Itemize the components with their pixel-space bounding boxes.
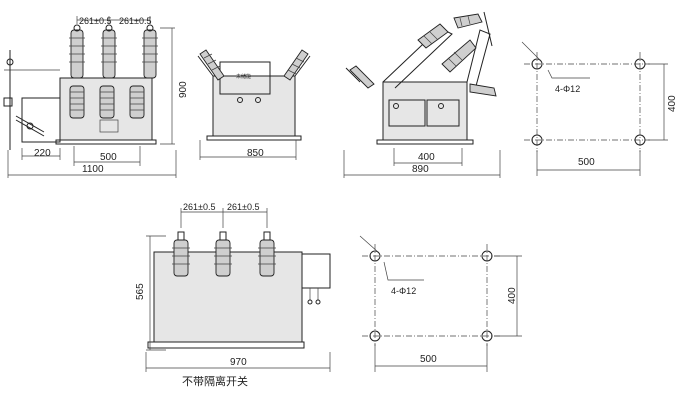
dim-pole-spacing-left: 261±0.5	[79, 16, 111, 26]
drawing-side-view: 未储能 850	[197, 49, 311, 160]
base-frame	[147, 341, 305, 349]
mounting-hole	[481, 330, 493, 342]
top-insulators	[172, 231, 276, 277]
dim-500: 500	[100, 152, 117, 163]
side-body	[212, 75, 296, 137]
dim-width-1100: 1100	[82, 164, 104, 175]
upper-insulators	[69, 24, 158, 79]
drawing-mounting-holes-bottom: 4-Φ12 400 500	[359, 235, 522, 372]
drawing-mounting-holes-top: 4-Φ12 400 500	[521, 41, 678, 176]
mounting-hole	[369, 330, 381, 342]
dim-890: 890	[412, 164, 429, 175]
dim-pole-spacing-left-2: 261±0.5	[183, 202, 215, 212]
mounting-hole	[634, 58, 646, 70]
dim-400: 400	[418, 152, 435, 163]
mounting-hole	[634, 134, 646, 146]
side-base	[206, 135, 302, 141]
hole-spec: 4-Φ12	[555, 84, 580, 94]
mounting-hole	[531, 134, 543, 146]
side-box	[301, 253, 331, 289]
dim-220: 220	[34, 148, 51, 159]
caption-without-isolator: 不带隔离开关	[182, 374, 248, 388]
dim-width-970: 970	[230, 357, 247, 368]
hole-spec-2: 4-Φ12	[391, 286, 416, 296]
mounting-hole	[369, 250, 381, 262]
dim-500-horizontal: 500	[578, 157, 595, 168]
dim-pole-spacing-right-2: 261±0.5	[227, 202, 259, 212]
drawing-without-isolator: 261±0.5 261±0.5 565 970 不带隔离开关	[135, 202, 331, 388]
dim-pole-spacing-right: 261±0.5	[119, 16, 151, 26]
dim-height-565: 565	[135, 283, 146, 300]
nameplate	[99, 119, 119, 133]
lower-insulators	[69, 85, 145, 119]
side-base-2	[376, 139, 474, 145]
info-plate-right	[426, 99, 460, 127]
info-plate-left	[388, 99, 426, 127]
isolator-insulators	[349, 13, 497, 97]
dim-width-850: 850	[247, 148, 264, 159]
dim-400-vertical: 400	[667, 95, 678, 112]
mounting-hole	[531, 58, 543, 70]
mounting-hole	[481, 250, 493, 262]
base-plate	[55, 139, 157, 145]
dim-500-horizontal-2: 500	[420, 354, 437, 365]
side-insulators	[199, 49, 309, 81]
drawing-front-view-with-isolator: 261±0.5 261±0.5 900 220 500 1100	[3, 16, 189, 178]
operating-mechanism	[3, 50, 61, 150]
dim-400-vertical-2: 400	[507, 287, 518, 304]
plate-label-text: 未储能	[236, 73, 251, 80]
drawing-isolator-open-view: 400 890	[343, 11, 501, 178]
dim-height-900: 900	[178, 81, 189, 98]
